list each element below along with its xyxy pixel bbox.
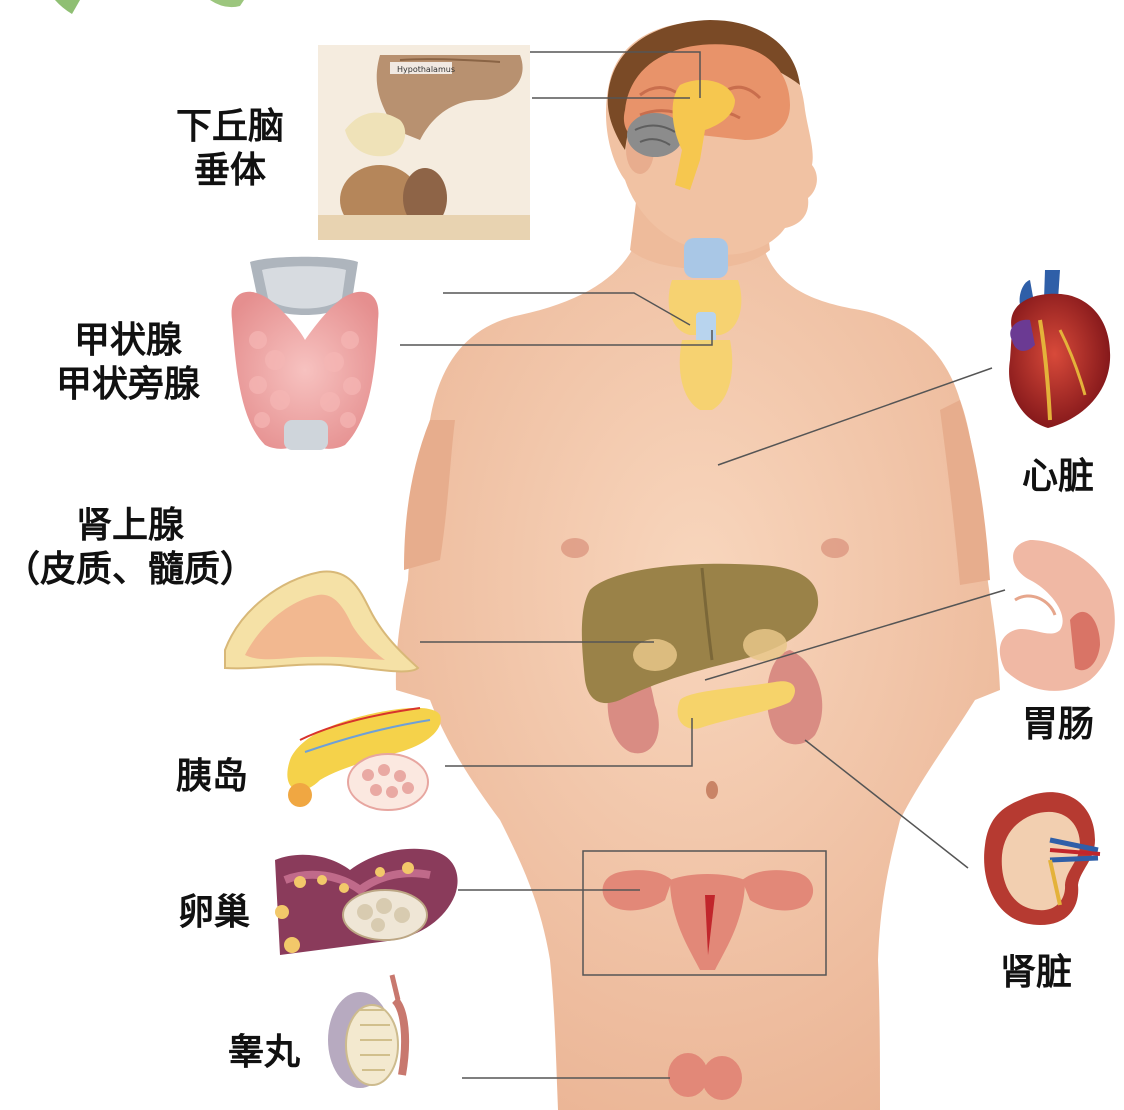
- label-testis: 睾丸: [228, 1030, 300, 1074]
- inset-testis: [328, 975, 405, 1088]
- label-hypothalamus: 下丘脑: [176, 104, 284, 148]
- testis-left: [668, 1053, 708, 1097]
- label-pancreatic-islet: 胰岛: [176, 754, 248, 798]
- label-ovary: 卵巢: [178, 890, 250, 934]
- inset-pancreas: [287, 708, 440, 810]
- inset-hypothalamus-text: Hypothalamus: [397, 65, 455, 74]
- label-thyroid: 甲状腺: [56, 318, 200, 362]
- inset-heart: [1009, 270, 1110, 428]
- label-adrenal-detail: （皮质、髓质）: [4, 547, 256, 591]
- label-thyroid-group: 甲状腺 甲状旁腺: [56, 318, 200, 406]
- label-adrenal-group: 肾上腺 （皮质、髓质）: [4, 503, 256, 591]
- inset-kidney: [984, 792, 1100, 925]
- label-heart: 心脏: [1022, 454, 1094, 498]
- inset-thyroid: [232, 257, 379, 450]
- inset-ovary: [275, 849, 458, 955]
- label-pituitary: 垂体: [176, 148, 284, 192]
- inset-stomach: [1000, 540, 1115, 691]
- label-adrenal: 肾上腺: [4, 503, 256, 547]
- leaf-decoration: [55, 0, 244, 14]
- testis-right: [702, 1056, 742, 1100]
- label-kidney: 肾脏: [1000, 950, 1072, 994]
- inset-pituitary: [318, 45, 530, 240]
- label-stomach-intestine: 胃肠: [1022, 702, 1094, 746]
- label-hypothalamus-pituitary: 下丘脑 垂体: [176, 104, 284, 192]
- label-parathyroid: 甲状旁腺: [56, 362, 200, 406]
